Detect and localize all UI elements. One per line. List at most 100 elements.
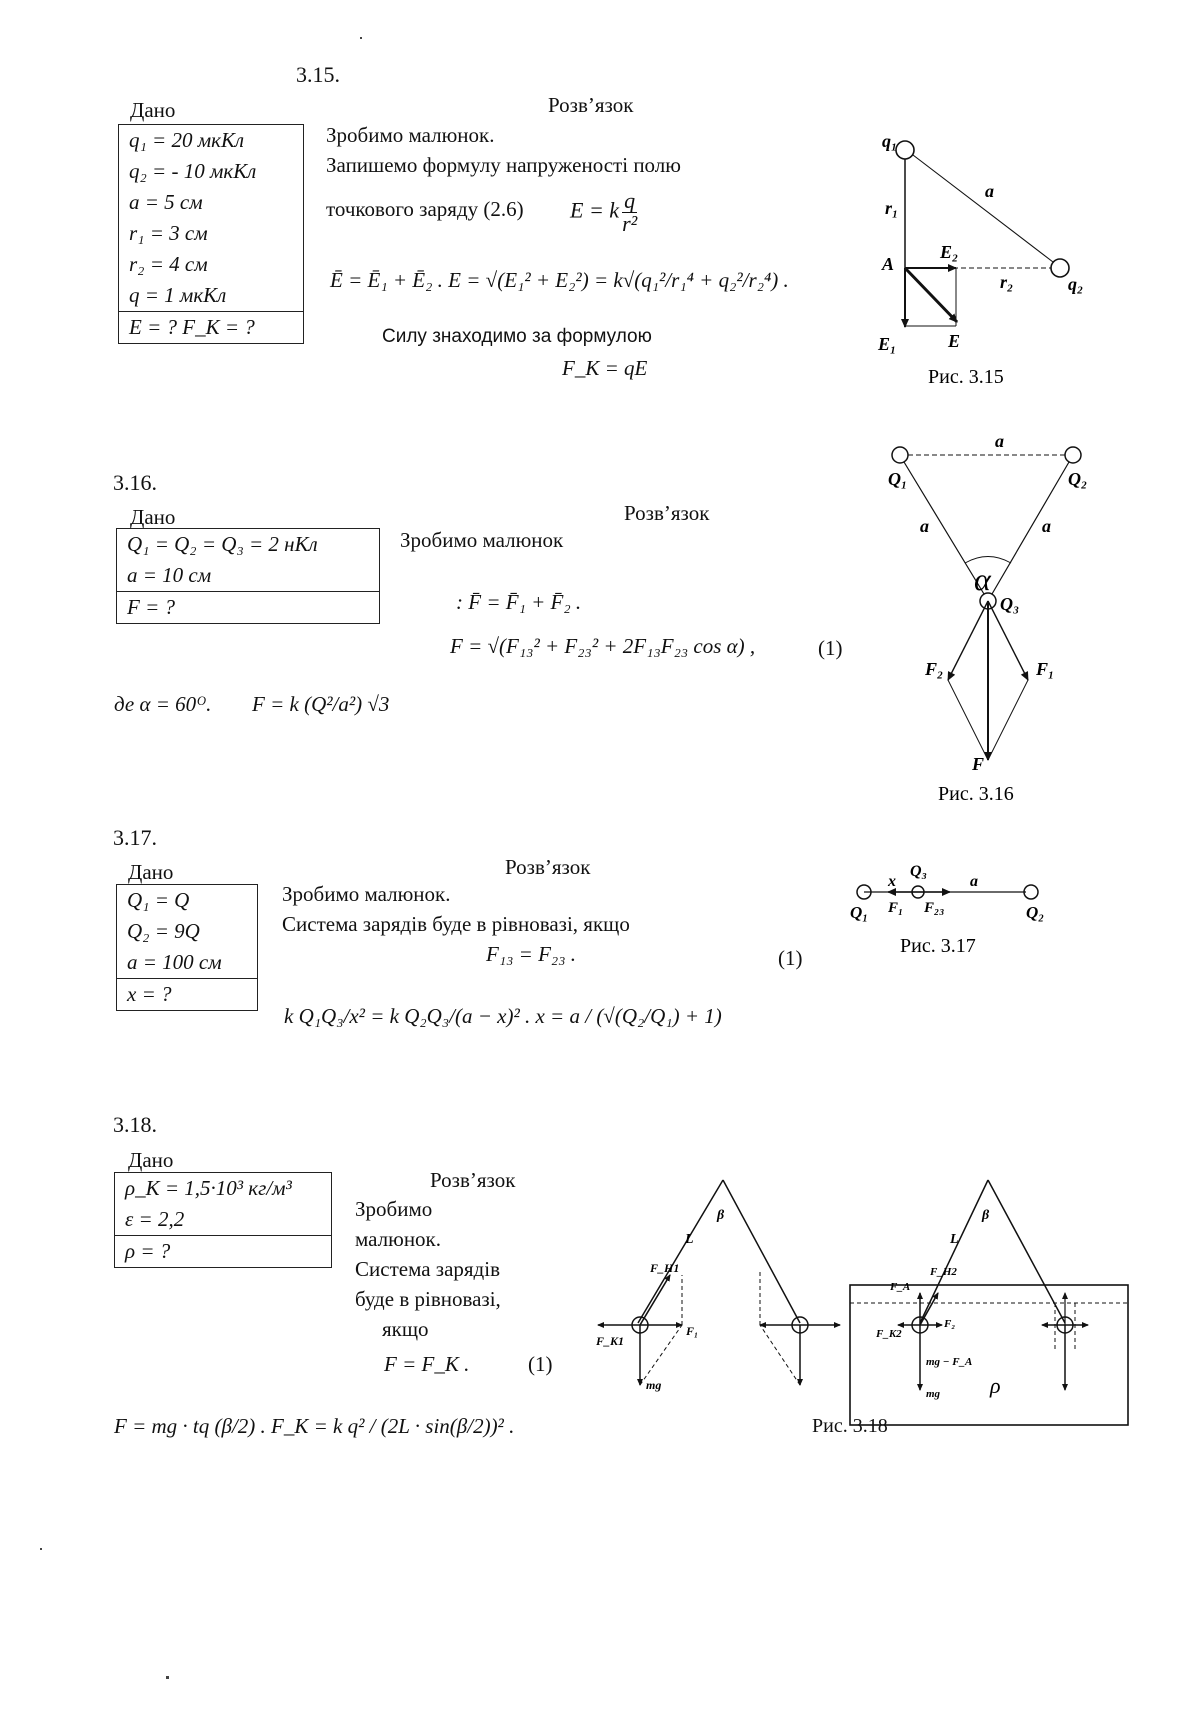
angle-arc [964, 556, 1012, 564]
charge-q2 [1050, 258, 1070, 278]
label-q1: Q₁ [850, 903, 868, 922]
label-fa: F_A [889, 1281, 910, 1293]
solution-label: Розв’язок [624, 501, 710, 525]
charge-q1 [891, 446, 909, 464]
label-a: a [985, 181, 994, 201]
label-l: L [684, 1232, 694, 1247]
scan-speck [40, 1548, 42, 1550]
construction-line [639, 1324, 683, 1386]
label-x: x [887, 873, 896, 890]
given-r2: r₂ = 4 см [129, 252, 208, 276]
caption-3-16: Рис. 3.16 [938, 783, 1014, 805]
text-line: Силу знаходимо за формулою [382, 326, 652, 347]
text-line: Запишемо формулу напруженості полю [326, 153, 681, 177]
given-q1: Q₁ = Q [127, 888, 190, 912]
solution-label: Розв’язок [548, 93, 634, 117]
liquid-vessel [849, 1284, 1129, 1426]
label-r2: r₂ [1000, 272, 1013, 292]
label-alpha: α [974, 561, 992, 597]
given-rho-k: ρ_K = 1,5·10³ кг/м³ [125, 1176, 292, 1200]
charge-q2 [1064, 446, 1082, 464]
label-e2: E₂ [939, 242, 958, 262]
label-mg-minus-fa: mg − F_A [926, 1356, 972, 1368]
equation-number: (1) [818, 636, 843, 660]
given-label: Дано [130, 505, 176, 529]
text-line: Зробимо малюнок. [326, 123, 495, 147]
problem-number-3-16: 3.16. [113, 470, 157, 495]
text-line: Система зарядів [355, 1257, 500, 1281]
formula-num: q [622, 190, 638, 213]
figure-3-15: q₁ q₂ a r₁ r₂ A E₂ E₁ E Рис. 3.15 [877, 131, 1083, 388]
vector-e [903, 266, 959, 324]
label-f2: F₂ [924, 659, 943, 679]
label-f1: F₁ [887, 900, 903, 916]
text-line: буде в рівновазі, [355, 1287, 501, 1311]
given-r1: r₁ = 3 см [129, 221, 208, 245]
formula-superposition: Ē = Ē₁ + Ē₂ . E = √(E₁² + E₂²) = k√(q₁²/… [330, 268, 789, 292]
balance-formula: F₁₃ = F₂₃ . [486, 942, 577, 966]
charge-q1 [895, 140, 915, 160]
label-q2: Q₂ [1026, 903, 1044, 922]
scan-speck [166, 1676, 169, 1679]
side-a-right [991, 461, 1070, 595]
given-label: Дано [128, 1148, 174, 1172]
label-e1: E₁ [877, 334, 896, 354]
label-l: L [949, 1232, 959, 1247]
thread-right [722, 1179, 801, 1324]
label-fk2: F_K2 [875, 1328, 902, 1340]
given-label: Дано [130, 98, 176, 122]
where-formula: F = k (Q²/a²) √3 [252, 692, 390, 716]
label-r1: r₁ [885, 198, 898, 218]
label-rho: ρ [989, 1373, 1001, 1398]
label-fh1: F_H1 [649, 1261, 679, 1275]
label-f2: F₂ [943, 1318, 955, 1330]
given-box-3-16: Q₁ = Q₂ = Q₃ = 2 нКл a = 10 см F = ? [116, 528, 380, 624]
label-a-top: a [995, 431, 1004, 451]
label-fk1: F_K1 [595, 1334, 624, 1348]
problem-number-3-17: 3.17. [113, 825, 157, 850]
label-mg: mg [926, 1388, 941, 1400]
label-f1: F₁ [1035, 659, 1054, 679]
thread-right [987, 1179, 1066, 1324]
thread-left [637, 1179, 724, 1324]
charge-q1 [856, 884, 872, 900]
find-row: x = ? [117, 978, 257, 1010]
figure-3-17: x Q₃ a Q₁ F₁ F₂₃ Q₂ Рис. 3.17 [850, 863, 1044, 957]
given-box-3-17: Q₁ = Q Q₂ = 9Q a = 100 см x = ? [116, 884, 258, 1011]
label-q2: Q₂ [1068, 469, 1087, 489]
label-q1: Q₁ [888, 469, 907, 489]
label-a-right: a [1042, 516, 1051, 536]
label-a-point: A [881, 254, 894, 274]
text-line: точкового заряду (2.6) [326, 197, 524, 221]
side-a-left [903, 461, 985, 595]
given-a: a = 100 см [127, 950, 222, 974]
balance-formula: F = F_K . [384, 1352, 470, 1376]
label-q1: q₁ [882, 131, 897, 151]
find-row: F = ? [117, 591, 379, 623]
caption-3-15: Рис. 3.15 [928, 366, 1004, 388]
figure-3-16: a a a Q₁ Q₂ Q₃ α F₂ F₁ F Рис. 3.16 [888, 431, 1087, 805]
given-charges: Q₁ = Q₂ = Q₃ = 2 нКл [127, 532, 318, 556]
given-a: a = 10 см [127, 563, 212, 587]
solution-label: Розв’язок [430, 1168, 516, 1192]
vector-f1 [987, 600, 1029, 681]
thread-left [919, 1179, 989, 1324]
text-line: якщо [382, 1317, 429, 1341]
construction-line [759, 1324, 801, 1386]
label-a: a [970, 873, 978, 890]
given-q2: Q₂ = 9Q [127, 919, 200, 943]
text-line: малюнок. [355, 1227, 442, 1251]
given-epsilon: ε = 2,2 [125, 1207, 185, 1231]
problem-number-3-15: 3.15. [296, 62, 340, 87]
given-q1: q₁ = 20 мкКл [129, 128, 245, 152]
caption-3-17: Рис. 3.17 [900, 935, 976, 957]
label-mg: mg [646, 1378, 661, 1392]
given-a: a = 5 см [129, 190, 203, 214]
problem-number-3-18: 3.18. [113, 1112, 157, 1137]
parallelogram-side [947, 679, 989, 761]
formula-magnitude: F = √(F₁₃² + F₂₃² + 2F₁₃F₂₃ cos α) , [450, 634, 756, 658]
label-f1: F₁ [685, 1324, 698, 1338]
find-row: ρ = ? [115, 1235, 331, 1267]
formula-lhs: E = k [570, 197, 620, 223]
label-q3: Q₃ [1000, 594, 1019, 614]
